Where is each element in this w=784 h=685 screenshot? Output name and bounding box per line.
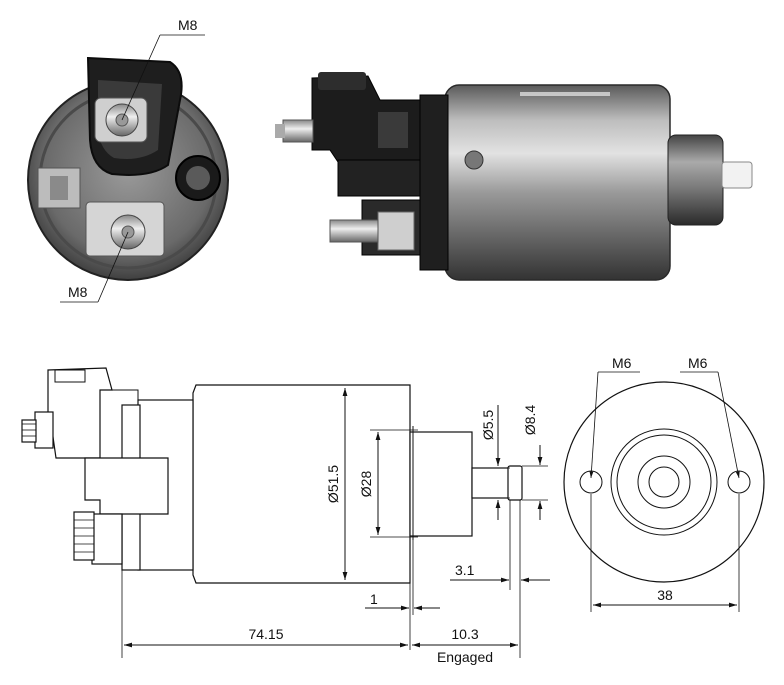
dim-offset: 1 [370, 591, 378, 607]
stud-bottom [329, 219, 379, 243]
front-outer-circle [563, 381, 765, 583]
dim-total-length: 74.15 [248, 626, 283, 642]
terminal-nut-bottom [377, 211, 415, 251]
label-engaged: Engaged [437, 649, 493, 665]
dim-plunger-tip: 3.1 [455, 562, 475, 578]
mount-hole-right [727, 470, 751, 494]
rod-tip [507, 465, 523, 501]
drawing-front-view: M6 M6 38 [563, 355, 765, 612]
solenoid-body [444, 84, 671, 281]
label-m8-top: M8 [178, 17, 198, 33]
front-center-hole [648, 466, 680, 498]
dim-engaged-travel: 10.3 [451, 626, 478, 642]
bracket-plate [37, 167, 81, 209]
photo-end-view: M8 M8 [27, 17, 229, 303]
plunger-housing [667, 134, 724, 226]
label-m8-bottom: M8 [68, 284, 88, 300]
rod-outline [471, 467, 513, 499]
label-m6-right: M6 [688, 355, 708, 371]
dim-rod-large: Ø8.4 [522, 405, 538, 436]
label-m6-left: M6 [612, 355, 632, 371]
body-rivet [464, 150, 484, 170]
front-boss-outer [610, 428, 718, 536]
mount-hole-left [579, 470, 603, 494]
body-outline [192, 384, 411, 584]
dim-plunger-diameter: Ø28 [358, 471, 374, 498]
dim-rod-small: Ø5.5 [480, 410, 496, 441]
front-boss-inner [637, 455, 691, 509]
drawing-side-view: Ø51.5 Ø28 Ø5.5 Ø8.4 3.1 1 74.15 [21, 367, 550, 665]
back-plate [419, 94, 449, 271]
plunger-outline [409, 431, 473, 537]
stud-top [282, 119, 314, 143]
photo-side-view [275, 72, 753, 281]
dim-body-diameter: Ø51.5 [325, 465, 341, 503]
plunger-tip [721, 161, 753, 189]
stud-top-outline [21, 419, 37, 443]
dim-hole-spacing: 38 [657, 587, 673, 603]
